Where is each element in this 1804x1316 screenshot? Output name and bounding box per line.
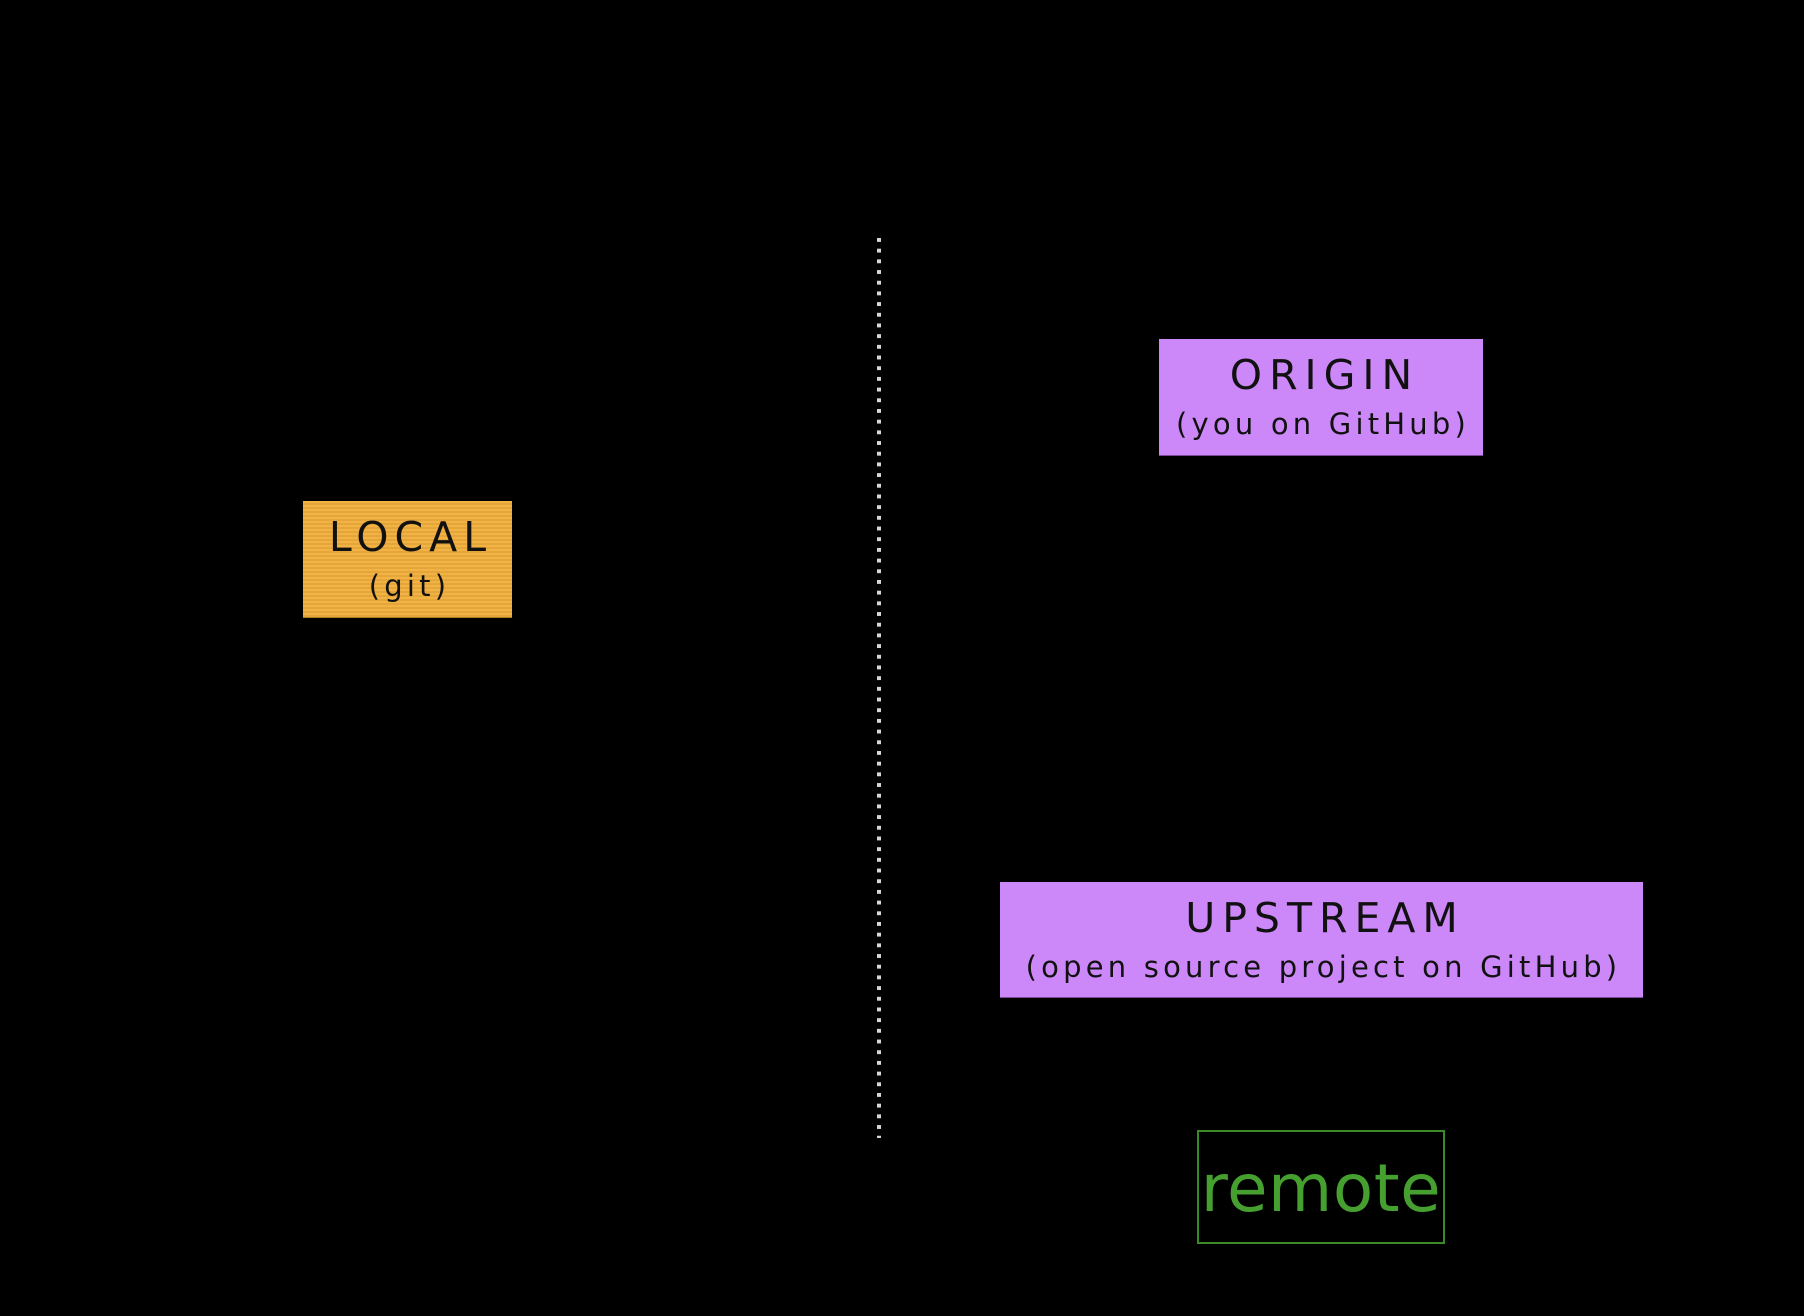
origin-title: ORIGIN: [1229, 351, 1420, 399]
upstream-node: UPSTREAM (open source project on GitHub): [1000, 882, 1643, 998]
local-node: LOCAL (git): [303, 501, 512, 618]
origin-subtitle: (you on GitHub): [1176, 407, 1470, 441]
upstream-subtitle: (open source project on GitHub): [1025, 949, 1622, 984]
upstream-title: UPSTREAM: [1185, 893, 1465, 942]
local-subtitle: (git): [368, 569, 451, 603]
local-remote-divider: [877, 238, 881, 1138]
origin-node: ORIGIN (you on GitHub): [1159, 339, 1483, 456]
remote-label-box: remote: [1197, 1130, 1445, 1244]
local-title: LOCAL: [328, 513, 493, 561]
remote-label: remote: [1200, 1150, 1442, 1227]
